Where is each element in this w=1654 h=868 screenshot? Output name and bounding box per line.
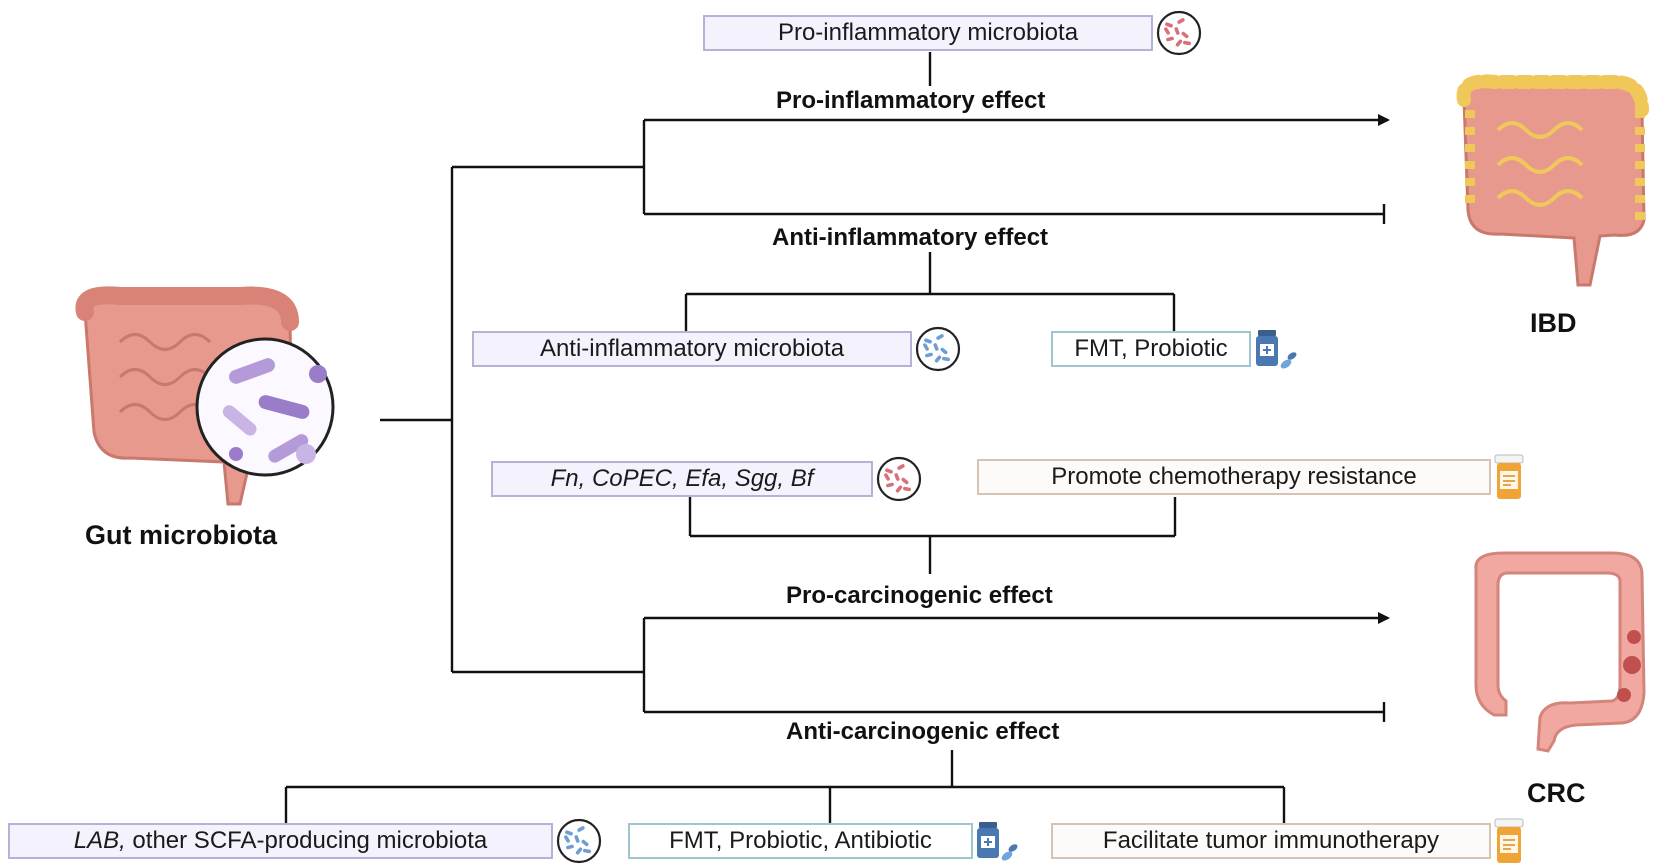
blue-bacteria-icon [915, 326, 961, 372]
blue-bacteria-icon [556, 818, 602, 864]
pink-bacteria-icon [1156, 10, 1202, 56]
pill-bottle-icon [1494, 454, 1524, 499]
fmt-probiotic-antibiotic-text: FMT, Probiotic, Antibiotic [669, 827, 932, 854]
pro-inflammatory-microbiota-box: Pro-inflammatory microbiota [703, 15, 1153, 51]
species-bf: Bf [790, 465, 814, 492]
fmt-probiotic-box: FMT, Probiotic [1051, 331, 1251, 367]
pro-carcinogenic-bacteria-box: Fn, CoPEC, Efa, Sgg, Bf [491, 461, 873, 497]
anti-carcinogenic-effect-label: Anti-carcinogenic effect [786, 718, 1060, 745]
pro-carcinogenic-effect-label: Pro-carcinogenic effect [786, 582, 1053, 609]
crc-label: CRC [1527, 778, 1586, 808]
medicine-bottle-pills-icon [1256, 330, 1297, 369]
inflamed-intestine-icon [1456, 74, 1649, 287]
pink-bacteria-icon [876, 456, 922, 502]
species-copec: CoPEC [591, 465, 672, 492]
ibd-label: IBD [1530, 308, 1577, 338]
lab-scfa-microbiota-text: LAB, other SCFA-producing microbiota [73, 827, 488, 854]
pro-inflammatory-effect-label: Pro-inflammatory effect [776, 87, 1046, 114]
medicine-bottle-pills-icon [977, 822, 1018, 861]
chemo-resistance-box: Promote chemotherapy resistance [977, 459, 1491, 495]
fmt-probiotic-antibiotic-box: FMT, Probiotic, Antibiotic [628, 823, 973, 859]
tumor-immunotherapy-box: Facilitate tumor immunotherapy [1051, 823, 1491, 859]
anti-inflammatory-microbiota-text: Anti-inflammatory microbiota [539, 335, 845, 362]
anti-inflammatory-microbiota-box: Anti-inflammatory microbiota [472, 331, 912, 367]
species-fn: Fn [550, 465, 579, 492]
tumor-immunotherapy-text: Facilitate tumor immunotherapy [1102, 827, 1440, 854]
gut-microbiota-illustration-icon [75, 286, 335, 506]
lab-italic: LAB, [73, 827, 126, 854]
lab-scfa-microbiota-box: LAB, other SCFA-producing microbiota [8, 823, 553, 859]
species-efa: Efa [685, 465, 722, 492]
pill-bottle-icon [1494, 818, 1524, 863]
anti-inflammatory-effect-label: Anti-inflammatory effect [772, 224, 1049, 251]
bacteria-species-list: Fn, CoPEC, Efa, Sgg, Bf [550, 465, 814, 492]
pro-inflammatory-microbiota-text: Pro-inflammatory microbiota [777, 19, 1079, 46]
fmt-probiotic-text: FMT, Probiotic [1074, 335, 1228, 362]
colon-tumor-icon [1474, 551, 1646, 753]
species-sgg: Sgg [734, 465, 778, 492]
chemo-resistance-text: Promote chemotherapy resistance [1051, 463, 1417, 490]
gut-microbiota-label: Gut microbiota [85, 520, 278, 550]
